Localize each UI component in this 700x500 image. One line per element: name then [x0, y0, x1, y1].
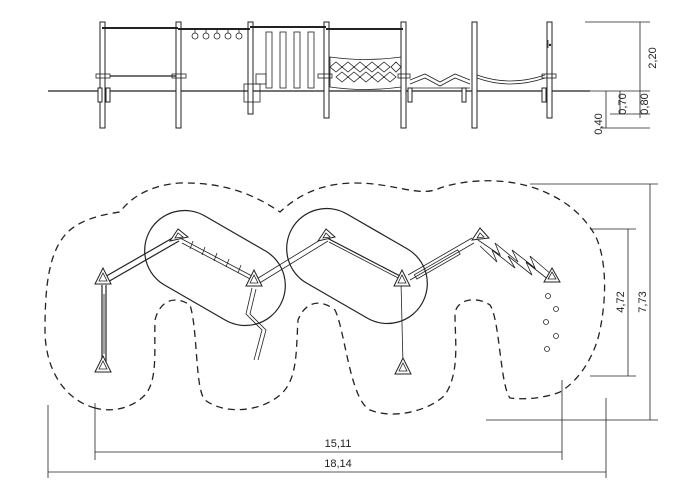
circle-stone-icon	[543, 319, 549, 325]
stepping-stones	[543, 293, 559, 352]
circle-stone-icon	[553, 306, 559, 312]
circle-stone-icon	[545, 293, 551, 299]
triangle-post-icon	[393, 268, 411, 287]
triangle-post-icon	[470, 227, 491, 241]
plan-beams	[101, 235, 475, 366]
elevation-posts	[99, 21, 553, 129]
circle-stone-icon	[544, 346, 550, 352]
circle-stone-icon	[553, 333, 559, 339]
dim-inner-width: 15,11	[325, 438, 352, 450]
elevation-dimensions: 2,20 0,70 0,80 0,40	[585, 21, 659, 135]
pill-zone-left	[144, 209, 286, 327]
dim-depth-below: 0,40	[593, 113, 605, 134]
elevation-view	[48, 21, 590, 129]
triangle-post-icon	[394, 356, 412, 375]
plan-ring-marks	[189, 240, 242, 274]
plan-zigzag	[477, 239, 553, 281]
dim-height-b: 0,80	[639, 93, 651, 114]
plan-dimensions: 15,11 18,14 4,72 7,73	[47, 183, 658, 478]
triangle-post-icon	[543, 266, 561, 283]
dim-height-a: 0,70	[617, 93, 629, 114]
dim-height-top: 2,20	[647, 47, 659, 68]
triangle-post-icon	[94, 354, 112, 373]
dim-overall-depth: 7,73	[637, 291, 649, 312]
triangle-post-icon	[94, 266, 112, 285]
plan-view	[44, 180, 606, 415]
triangle-post-icon	[316, 228, 337, 242]
dim-inner-depth: 4,72	[615, 291, 627, 312]
triangle-post-icon	[168, 228, 190, 242]
pill-zone-right	[286, 207, 428, 325]
triangle-post-icon	[245, 268, 263, 287]
hanging-panels	[243, 31, 315, 103]
dim-overall-width: 18,14	[324, 458, 352, 470]
climbing-net	[329, 56, 402, 90]
safety-zone-outline	[44, 180, 606, 415]
plan-posts	[94, 227, 561, 375]
hanging-rings	[191, 29, 243, 40]
